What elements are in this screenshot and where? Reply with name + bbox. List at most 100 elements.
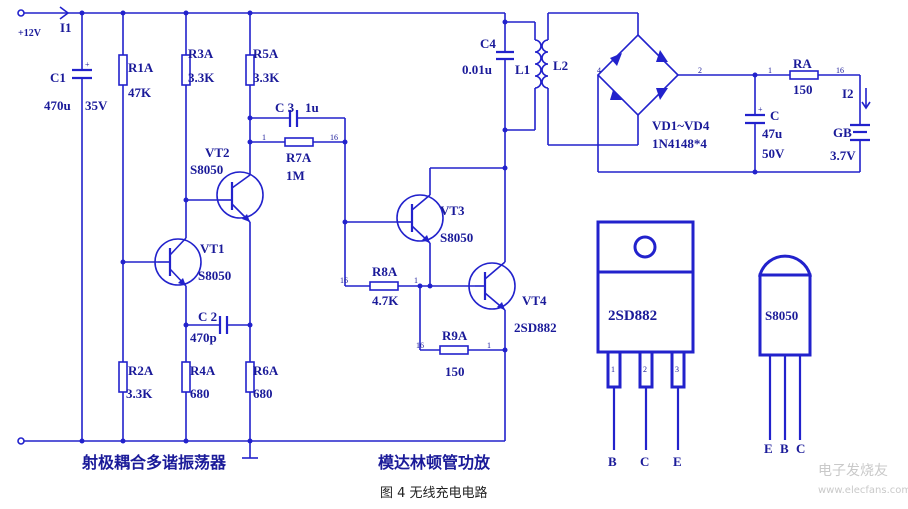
transistor-vt2: [216, 171, 264, 223]
package-small-pin-e: E: [764, 441, 773, 456]
r8a-value: 4.7K: [372, 293, 399, 308]
gb-current: I2: [842, 86, 854, 101]
coil-l2: [541, 12, 638, 146]
power-rails: [17, 6, 505, 459]
capacitor-c3-r7a: [250, 110, 397, 223]
vt3-name: VT3: [440, 203, 465, 218]
vt4-type: 2SD882: [514, 320, 557, 335]
r7a-pin2: 16: [330, 133, 338, 142]
resistor-r8a: [344, 222, 475, 291]
gb-voltage: 3.7V: [830, 148, 856, 163]
r5a-value: 3.3K: [253, 70, 280, 85]
r9a-value: 150: [445, 364, 465, 379]
c4-value: 0.01u: [462, 62, 492, 77]
l1-name: L1: [515, 62, 530, 77]
c3-name: C 3: [275, 100, 295, 115]
package-small-pin-b: B: [780, 441, 789, 456]
watermark-url: www.elecfans.com: [818, 485, 908, 496]
r4a-name: R4A: [190, 363, 216, 378]
resistor-ra: [789, 70, 860, 80]
section-oscillator: 射极耦合多谐振荡器: [81, 453, 227, 472]
c2-name: C 2: [198, 309, 217, 324]
r3a-name: R3A: [188, 46, 214, 61]
vt4-name: VT4: [522, 293, 547, 308]
resistor-r5a-r6a: [245, 13, 255, 441]
package-big-pin-b: B: [608, 454, 617, 469]
tank-c4-l1: [496, 13, 542, 131]
package-s8050: [758, 254, 812, 440]
vt1-name: VT1: [200, 241, 225, 256]
package-2sd882: [596, 220, 695, 450]
r8a-pin1: 16: [340, 276, 348, 285]
package-big-label: 2SD882: [608, 308, 657, 324]
r6a-name: R6A: [253, 363, 279, 378]
c2-value: 470p: [190, 330, 217, 345]
vt2-name: VT2: [205, 145, 230, 160]
package-small-pin-c: C: [796, 441, 805, 456]
section-darlington: 模达林顿管功放: [378, 453, 491, 472]
vt1-type: S8050: [198, 268, 231, 283]
r3a-value: 3.3K: [188, 70, 215, 85]
c4-name: C4: [480, 36, 496, 51]
r8a-pin2: 1: [414, 276, 418, 285]
labels: +12V I1 C1 470u 35V R1A 47K R3A 3.3K R5A…: [18, 20, 908, 501]
resistor-r3a-r4a: [181, 13, 218, 441]
transistor-vt1: [154, 200, 202, 325]
package-big-pin1: 1: [611, 365, 615, 374]
capacitor-c2: [186, 316, 250, 334]
package-big-pin-e: E: [673, 454, 682, 469]
battery-gb: [850, 75, 871, 172]
c1-voltage: 35V: [85, 98, 108, 113]
svg-text:+: +: [758, 105, 763, 114]
r9a-pin2: 1: [487, 341, 491, 350]
r7a-value: 1M: [286, 168, 305, 183]
package-big-pin2: 2: [643, 365, 647, 374]
ra-value: 150: [793, 82, 813, 97]
c3-value: 1u: [305, 100, 319, 115]
c-name: C: [770, 108, 779, 123]
r2a-value: 3.3K: [126, 386, 153, 401]
bridge-node-right: 2: [698, 66, 702, 75]
r2a-name: R2A: [128, 363, 154, 378]
package-big-pin3: 3: [675, 365, 679, 374]
r1a-name: R1A: [128, 60, 154, 75]
r4a-value: 680: [190, 386, 210, 401]
bridge-node-left: 4: [597, 66, 601, 75]
resistor-r9a: [419, 286, 505, 355]
package-big-pin-c: C: [640, 454, 649, 469]
i1-label: I1: [60, 20, 72, 35]
package-small-label: S8050: [765, 308, 798, 323]
ra-name: RA: [793, 56, 812, 71]
r9a-pin1: 16: [416, 341, 424, 350]
r7a-pin1: 1: [262, 133, 266, 142]
r9a-name: R9A: [442, 328, 468, 343]
capacitor-c: +: [745, 75, 765, 172]
r6a-value: 680: [253, 386, 273, 401]
bridge-rectifier: [596, 13, 860, 173]
c1-name: C1: [50, 70, 66, 85]
junction-dots: [79, 10, 758, 444]
c-voltage: 50V: [762, 146, 785, 161]
c1-value: 470u: [44, 98, 71, 113]
svg-text:+: +: [85, 60, 90, 69]
bridge-name: VD1~VD4: [652, 118, 710, 133]
bridge-type: 1N4148*4: [652, 136, 707, 151]
l2-name: L2: [553, 58, 568, 73]
transistor-vt4: [468, 130, 516, 441]
capacitor-c1: +: [72, 13, 92, 441]
r1a-value: 47K: [128, 85, 152, 100]
r7a-name: R7A: [286, 150, 312, 165]
gb-name: GB: [833, 125, 852, 140]
vt2-type: S8050: [190, 162, 223, 177]
watermark-text: 电子发烧友: [818, 463, 888, 479]
resistor-r1a-r2a: [118, 13, 158, 441]
vt3-type: S8050: [440, 230, 473, 245]
vcc-label: +12V: [18, 28, 42, 39]
r5a-name: R5A: [253, 46, 279, 61]
transistor-vt3: [396, 167, 505, 286]
ra-node: 16: [836, 66, 844, 75]
figure-caption: 图 4 无线充电电路: [380, 485, 488, 501]
c-node: 1: [768, 66, 772, 75]
r8a-name: R8A: [372, 264, 398, 279]
